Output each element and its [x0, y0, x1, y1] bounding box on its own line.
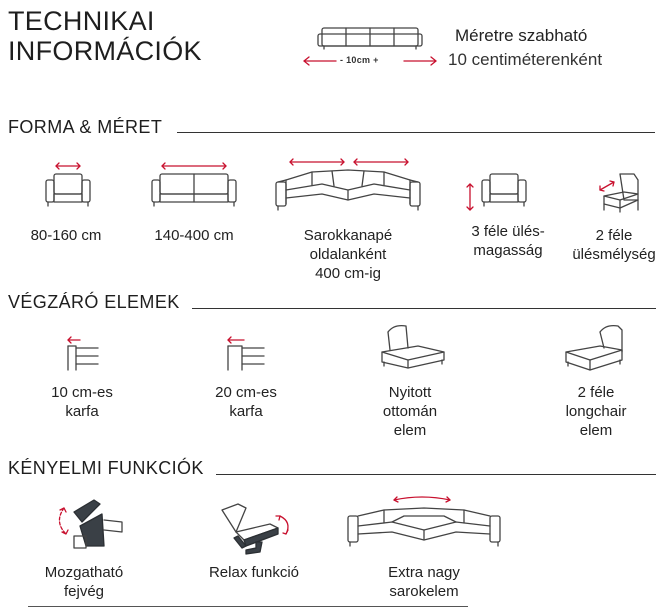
adjustable-headrest-icon: [58, 499, 123, 549]
label-armrest-10: 10 cm-es karfa: [51, 384, 113, 420]
custom-size-subtitle: 10 centiméterenként: [448, 50, 603, 69]
label-longchair: 2 féle longchair elem: [565, 384, 627, 439]
label-corner-sofa: Sarokkanapé oldalanként 400 cm-ig: [303, 227, 393, 282]
label-ottoman: Nyitott ottomán elem: [382, 384, 438, 439]
ottoman-icon: [381, 324, 445, 369]
page-title-line-1: TECHNIKAI: [8, 6, 155, 36]
armrest-20cm-icon: [227, 336, 265, 371]
label-armrest-20: 20 cm-es karfa: [215, 384, 277, 420]
label-80-160: 80-160 cm: [30, 227, 102, 244]
corner-element-icon: [347, 496, 501, 547]
relax-icon: [221, 503, 289, 555]
custom-size-title: Méretre szabható: [455, 26, 588, 45]
label-relax: Relax funkció: [208, 564, 300, 581]
section-title-comfort: KÉNYELMI FUNKCIÓK: [8, 458, 204, 478]
section-divider: [192, 308, 656, 309]
sofa-width-icon: [303, 27, 437, 66]
seat-depth-icon: [599, 173, 639, 213]
section-divider: [216, 474, 656, 475]
label-seat-depth: 2 féle ülésmélység: [572, 227, 656, 263]
section-title-end: VÉGZÁRÓ ELEMEK: [8, 292, 180, 312]
three-seat-sofa-icon: [151, 162, 237, 207]
seat-height-icon: [466, 173, 527, 211]
section-title-shape: FORMA & MÉRET: [8, 117, 163, 137]
bottom-divider: [28, 606, 468, 607]
label-140-400: 140-400 cm: [154, 227, 234, 244]
armchair-icon: [45, 162, 91, 207]
label-corner-element: Extra nagy sarokelem: [388, 564, 460, 600]
page-title: TECHNIKAI INFORMÁCIÓK: [8, 6, 202, 66]
armrest-10cm-icon: [67, 336, 99, 371]
longchair-icon: [565, 324, 623, 371]
step-label: - 10cm +: [340, 55, 379, 65]
label-headrest: Mozgatható fejvég: [44, 564, 124, 600]
section-divider: [177, 132, 655, 133]
label-seat-height: 3 féle ülés- magasság: [471, 223, 545, 259]
corner-sofa-icon: [275, 158, 421, 211]
page-title-line-2: INFORMÁCIÓK: [8, 36, 202, 66]
